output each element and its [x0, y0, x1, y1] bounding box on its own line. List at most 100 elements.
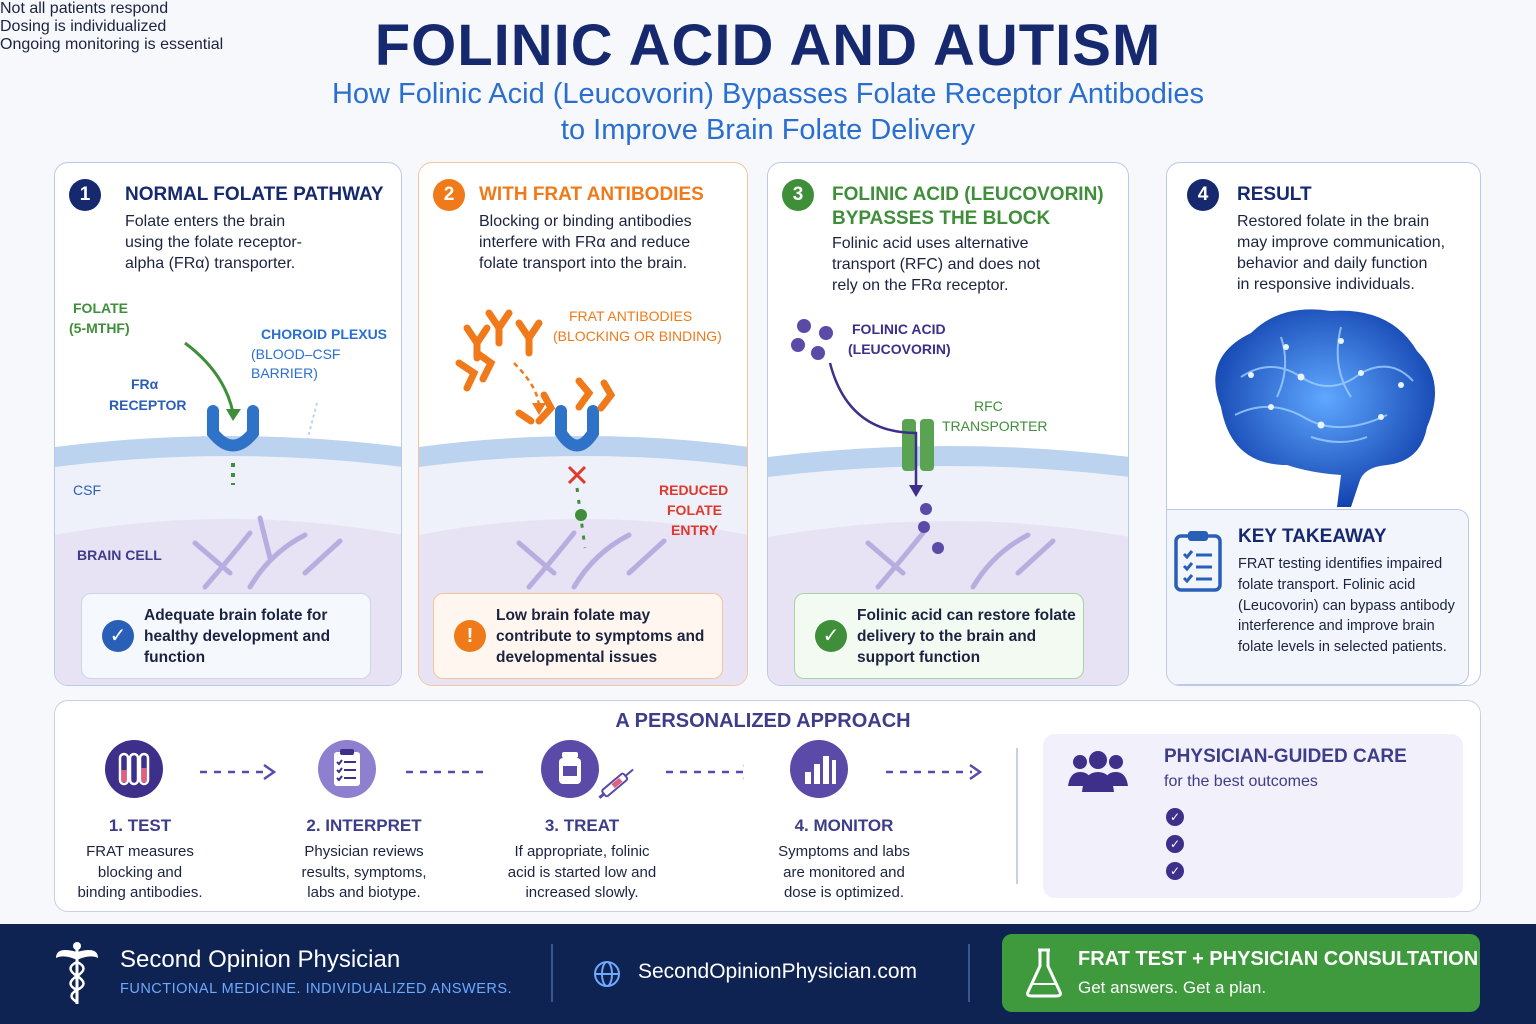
panel4-desc-4: in responsive individuals.: [1237, 276, 1415, 293]
step-interpret-desc: Physician reviews results, symptoms, lab…: [301, 843, 427, 901]
step-interpret-title: 2. INTERPRET: [306, 816, 422, 835]
antibodies-label: FRAT ANTIBODIES: [569, 308, 693, 324]
check-circle-icon: ✓: [815, 620, 847, 652]
guided-item: Not all patients respond: [0, 0, 169, 17]
panel1-desc-1: Folate enters the brain: [125, 213, 286, 230]
guided-subtitle: for the best outcomes: [1164, 773, 1318, 790]
panel4-desc-1: Restored folate in the brain: [1237, 213, 1430, 230]
panel2-note: ! Low brain folate may contribute to sym…: [433, 593, 723, 679]
key-takeaway-text: FRAT testing identifies impaired folate …: [1238, 556, 1455, 656]
receptor-label: FRα: [131, 376, 159, 392]
reduced-label-2: FOLATE: [667, 502, 722, 518]
test-tubes-icon: [105, 740, 163, 798]
step-number-4: 4: [1187, 179, 1219, 211]
step-monitor-desc: Symptoms and labs are monitored and dose…: [778, 843, 910, 901]
panel-folinic-bypass: 3 FOLINIC ACID (LEUCOVORIN) BYPASSES THE…: [767, 162, 1129, 686]
step-number-2: 2: [433, 179, 465, 211]
folinic-sublabel: (LEUCOVORIN): [848, 341, 951, 357]
step-treat-desc: If appropriate, folinic acid is started …: [507, 843, 657, 901]
step-test-desc: FRAT measures blocking and binding antib…: [77, 843, 203, 901]
rfc-sublabel: TRANSPORTER: [942, 418, 1048, 434]
footer-divider: [551, 944, 553, 1002]
panel1-title: NORMAL FOLATE PATHWAY: [125, 184, 384, 205]
step-number-3: 3: [782, 179, 814, 211]
check-icon: ✓: [1166, 808, 1184, 826]
rfc-label: RFC: [974, 398, 1003, 414]
footer-divider: [968, 944, 970, 1002]
caduceus-icon: [56, 942, 98, 1004]
check-icon: ✓: [1166, 862, 1184, 880]
panel4-desc-2: may improve communication,: [1237, 234, 1446, 251]
people-group-icon: [1068, 751, 1128, 792]
globe-icon: [594, 961, 620, 987]
approach-title: A PERSONALIZED APPROACH: [615, 710, 911, 732]
brand-tagline: FUNCTIONAL MEDICINE. INDIVIDUALIZED ANSW…: [120, 981, 513, 997]
check-icon: ✓: [1166, 835, 1184, 853]
panel1-note: ✓ Adequate brain folate for healthy deve…: [81, 593, 371, 679]
brain-cell-label: BRAIN CELL: [77, 547, 162, 563]
panel3-desc-3: rely on the FRα receptor.: [832, 277, 1009, 294]
reduced-label-3: ENTRY: [671, 522, 718, 538]
panel3-title-1: FOLINIC ACID (LEUCOVORIN): [832, 184, 1104, 205]
page-title: FOLINIC ACID AND AUTISM: [374, 13, 1162, 78]
cta-button[interactable]: FRAT TEST + PHYSICIAN CONSULTATION Get a…: [1002, 934, 1480, 1012]
csf-label: CSF: [73, 482, 101, 498]
page-subtitle-line1: How Folinic Acid (Leucovorin) Bypasses F…: [331, 78, 1205, 110]
key-takeaway-title: KEY TAKEAWAY: [1238, 526, 1387, 547]
footer: Second Opinion Physician FUNCTIONAL MEDI…: [0, 924, 1536, 1024]
guided-item: Dosing is individualized: [0, 18, 167, 35]
folate-label: FOLATE: [73, 300, 128, 316]
panel2-note-text: Low brain folate may contribute to sympt…: [496, 607, 705, 666]
panel-normal-pathway: 1 NORMAL FOLATE PATHWAY Folate enters th…: [54, 162, 402, 686]
clipboard-checklist-icon: [1174, 531, 1222, 592]
syringe-icon: [598, 768, 634, 799]
glowing-brain-icon: [1215, 309, 1435, 507]
panel2-title: WITH FRAT ANTIBODIES: [479, 184, 704, 205]
warning-icon: !: [454, 620, 486, 652]
receptor-sublabel: RECEPTOR: [109, 397, 187, 413]
divider: [1016, 748, 1018, 884]
panel1-note-text: Adequate brain folate for healthy develo…: [144, 607, 331, 666]
panel-result: 4 RESULT Restored folate in the brain ma…: [1166, 162, 1481, 686]
guided-title: PHYSICIAN-GUIDED CARE: [1164, 746, 1407, 767]
cta-subtitle: Get answers. Get a plan.: [1078, 978, 1267, 997]
panel2-desc-1: Blocking or binding antibodies: [479, 213, 692, 230]
choroid-sublabel: (BLOOD–CSF BARRIER): [251, 346, 341, 381]
folinic-label: FOLINIC ACID: [852, 321, 946, 337]
panel4-title: RESULT: [1237, 184, 1312, 205]
panel-frat-antibodies: 2 WITH FRAT ANTIBODIES Blocking or bindi…: [418, 162, 748, 686]
step-treat-title: 3. TREAT: [544, 816, 620, 835]
bar-chart-icon: [790, 740, 848, 798]
clipboard-icon: [318, 740, 376, 798]
panel2-desc-3: folate transport into the brain.: [479, 255, 688, 272]
reduced-label-1: REDUCED: [659, 482, 729, 498]
arrow-right-icon: [200, 763, 277, 781]
panel1-desc-2: using the folate receptor-: [125, 234, 302, 251]
guided-item: Ongoing monitoring is essential: [0, 36, 224, 53]
panel3-desc-1: Folinic acid uses alternative: [832, 235, 1029, 252]
folate-sublabel: (5-MTHF): [69, 320, 130, 336]
choroid-label: CHOROID PLEXUS: [261, 326, 388, 342]
arrow-right-icon: [406, 770, 484, 774]
antibodies-sublabel: (BLOCKING OR BINDING): [553, 328, 722, 344]
panel1-desc-3: alpha (FRα) transporter.: [125, 255, 296, 272]
cta-title: FRAT TEST + PHYSICIAN CONSULTATION: [1078, 948, 1479, 970]
page-subtitle-line2: to Improve Brain Folate Delivery: [560, 114, 976, 146]
key-takeaway-box: KEY TAKEAWAY FRAT testing identifies imp…: [1167, 509, 1469, 685]
panel3-desc-2: transport (RFC) and does not: [832, 256, 1041, 273]
panel3-note: ✓ Folinic acid can restore folate delive…: [794, 593, 1084, 679]
panel2-desc-2: interfere with FRα and reduce: [479, 234, 691, 251]
panel3-title-2: BYPASSES THE BLOCK: [832, 208, 1051, 229]
step-monitor-title: 4. MONITOR: [794, 816, 894, 835]
panel3-note-text: Folinic acid can restore folate delivery…: [857, 607, 1076, 666]
medicine-vial-icon: [541, 740, 599, 798]
panel4-desc-3: behavior and daily function: [1237, 255, 1428, 272]
website-link[interactable]: SecondOpinionPhysician.com: [638, 960, 917, 983]
flask-icon: [1026, 948, 1062, 998]
brand-name: Second Opinion Physician: [120, 946, 401, 973]
step-number-1: 1: [69, 179, 101, 211]
arrow-right-icon: [666, 765, 744, 779]
check-circle-icon: ✓: [102, 620, 134, 652]
step-test-title: 1. TEST: [108, 816, 172, 835]
arrow-right-icon: [886, 763, 983, 781]
